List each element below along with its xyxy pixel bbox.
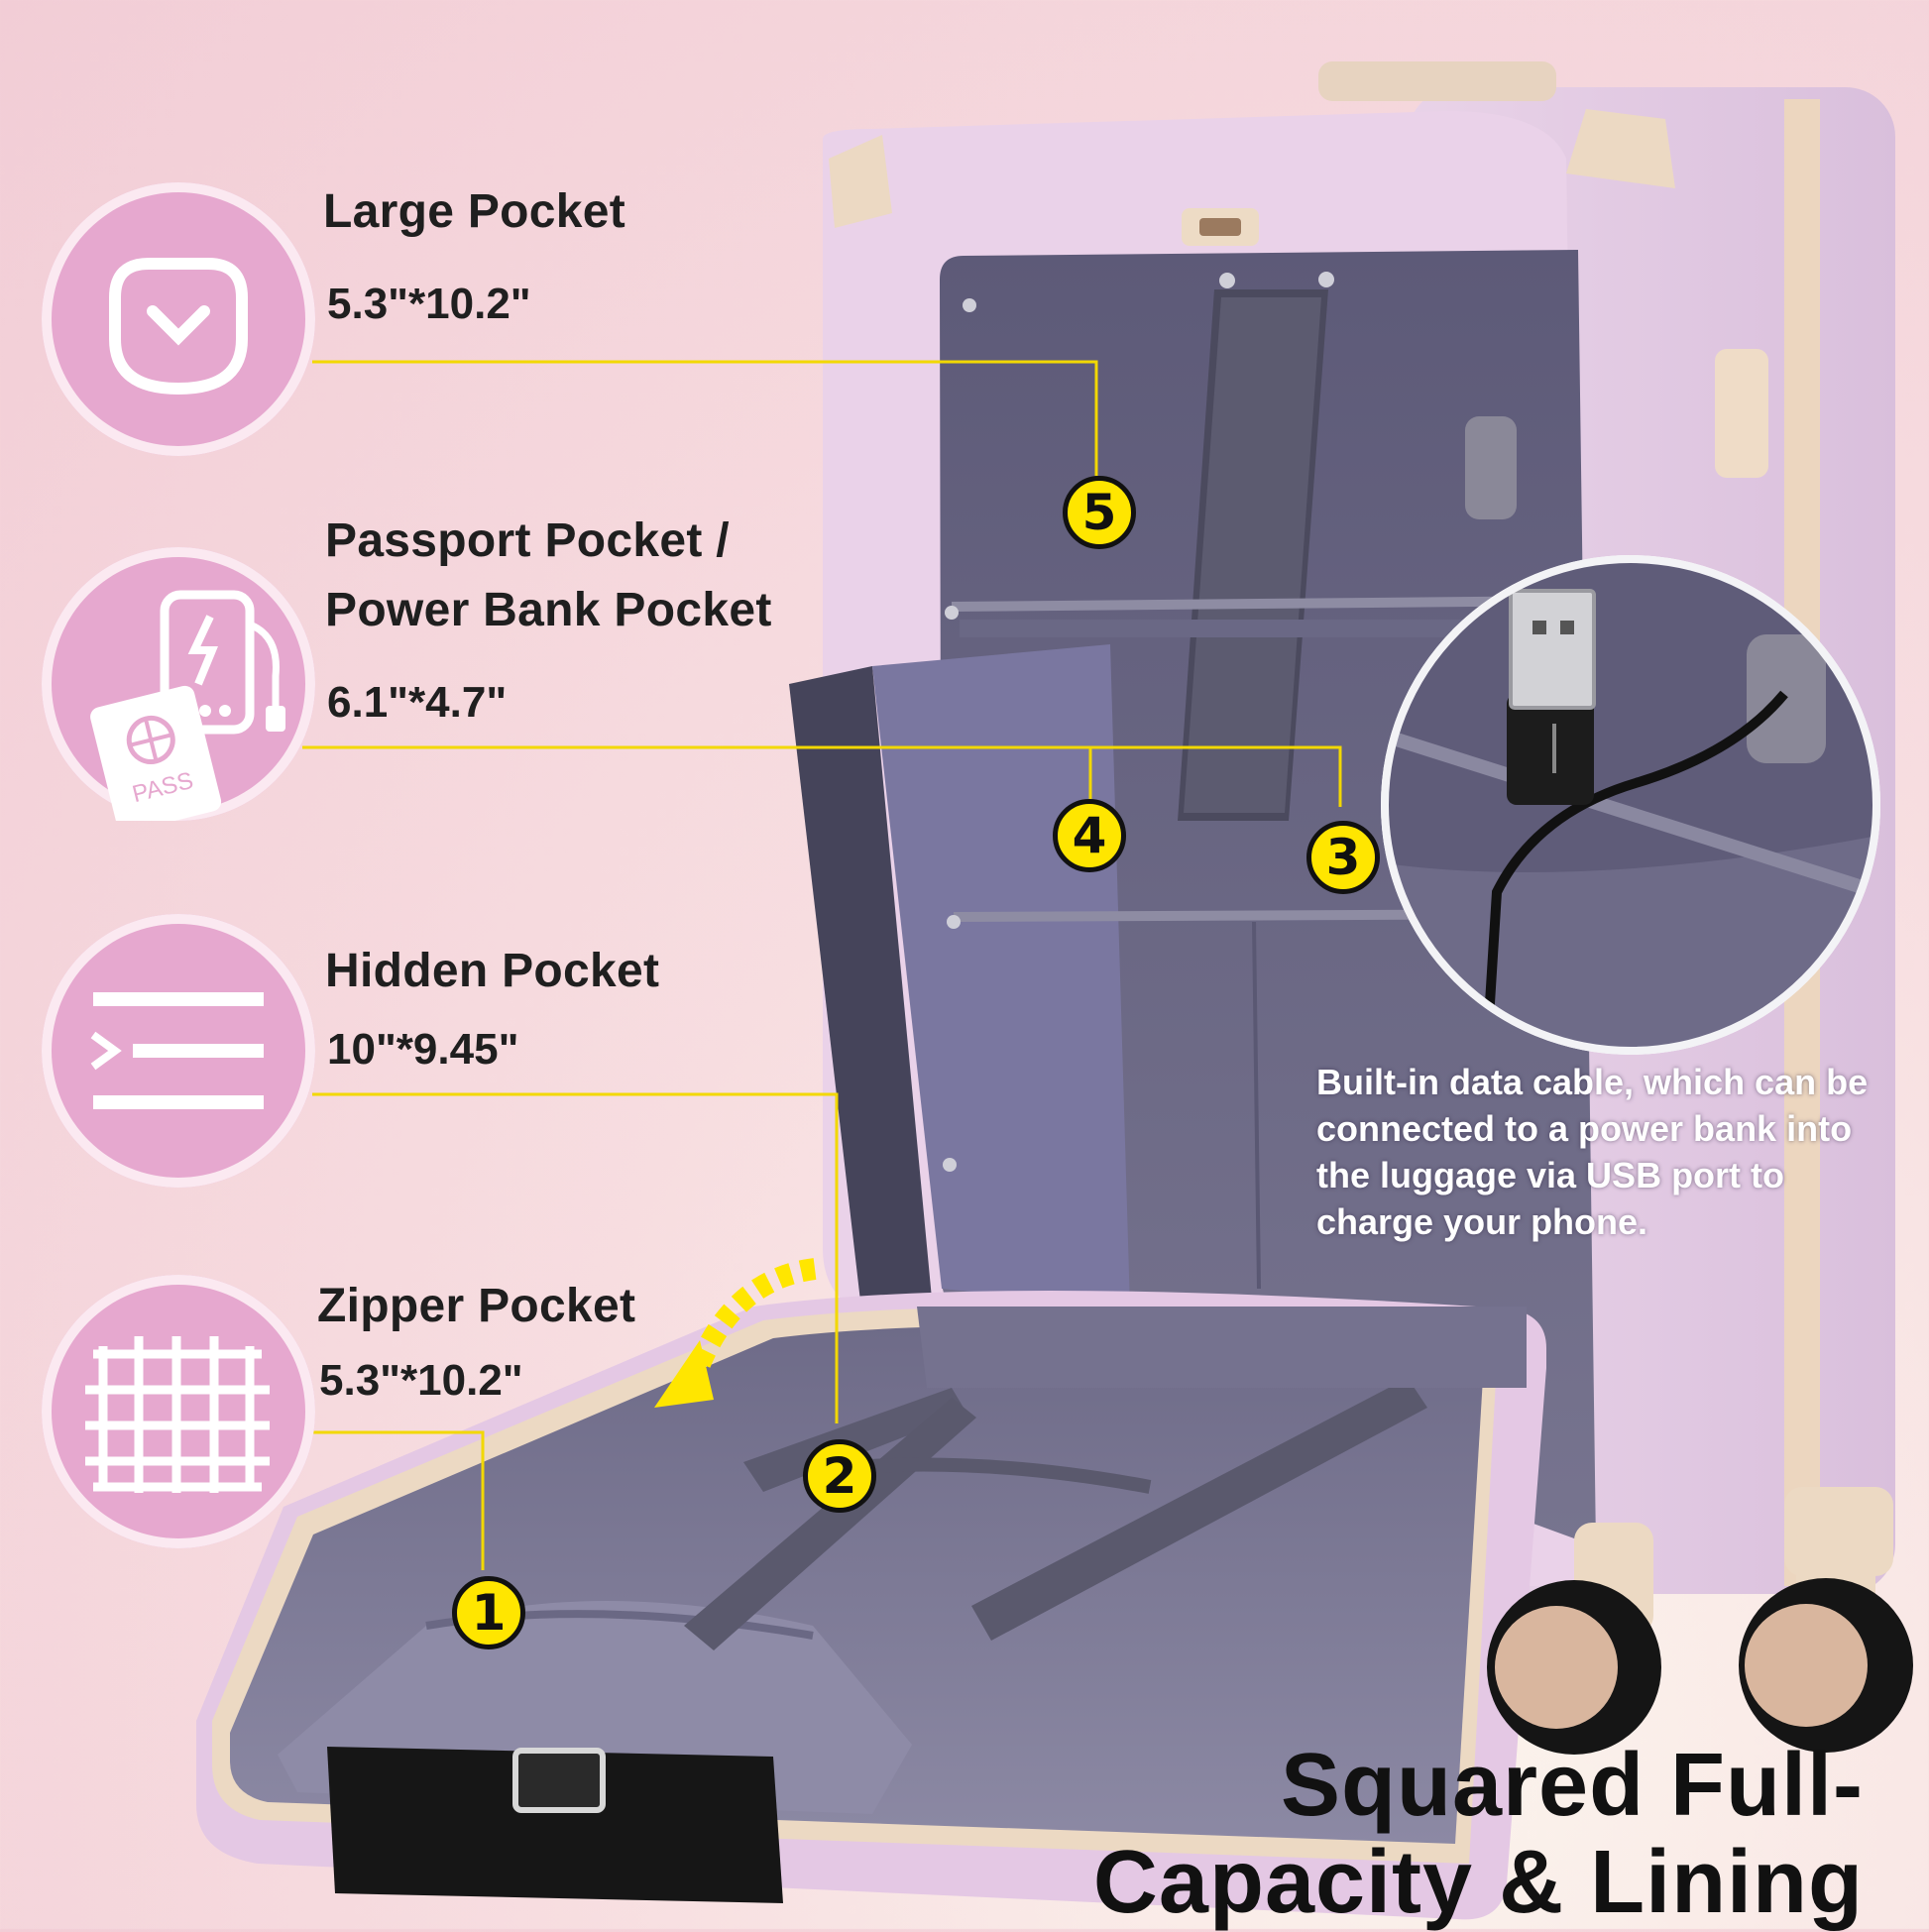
fold-arrow-icon xyxy=(654,1258,817,1408)
headline-line2: Capacity & Lining xyxy=(1092,1833,1864,1932)
large-pocket-dimension: 5.3"*10.2" xyxy=(327,280,531,328)
large-pocket-title: Large Pocket xyxy=(323,185,626,238)
marker-2: 2 xyxy=(803,1439,876,1513)
hidden-pocket-icon xyxy=(42,914,315,1188)
passport-pocket-title-line2: Power Bank Pocket xyxy=(325,584,772,636)
zipper-pocket-dimension: 5.3"*10.2" xyxy=(319,1356,523,1405)
headline-line1: Squared Full- xyxy=(1280,1736,1864,1835)
front-lid xyxy=(196,1290,1546,1920)
wheels xyxy=(1487,1523,1913,1755)
leader-lines xyxy=(302,360,1342,1570)
hidden-pocket-title: Hidden Pocket xyxy=(325,945,660,997)
zipper-pocket-title: Zipper Pocket xyxy=(317,1280,636,1332)
marker-4: 4 xyxy=(1053,799,1126,872)
headline: Squared Full- Capacity & Lining xyxy=(1093,1737,1864,1931)
pocket-icon xyxy=(42,182,315,456)
usb-cable-magnifier xyxy=(1381,555,1880,1055)
front-frame xyxy=(789,109,1675,1586)
marker-1: 1 xyxy=(452,1576,525,1649)
usb-cable-callout: Built-in data cable, which can be connec… xyxy=(1316,1062,1869,1242)
marker-3: 3 xyxy=(1306,821,1380,894)
passport-pocket-dimension: 6.1"*4.7" xyxy=(327,678,508,727)
passport-powerbank-icon: PASS xyxy=(42,547,315,821)
grid-mesh-icon xyxy=(42,1275,315,1548)
passport-pocket-title-line1: Passport Pocket / xyxy=(325,514,730,567)
hidden-pocket-dimension: 10"*9.45" xyxy=(327,1025,519,1074)
marker-5: 5 xyxy=(1063,476,1136,549)
